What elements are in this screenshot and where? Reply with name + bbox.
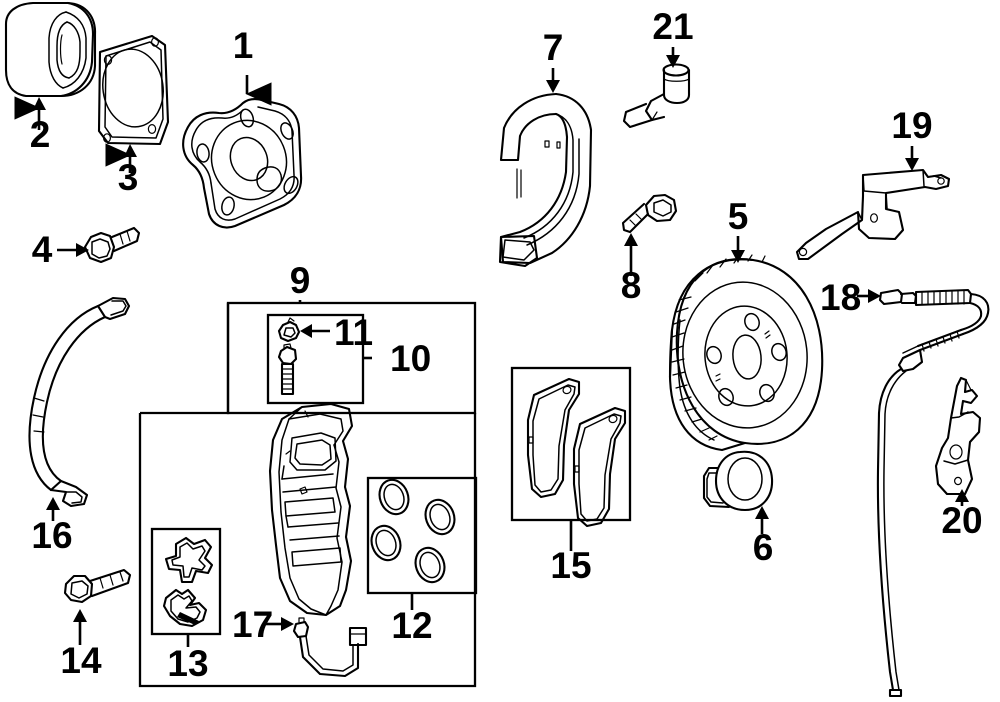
callout-17: 17 [232,604,273,645]
callout-6: 6 [753,527,774,568]
callout-14: 14 [60,640,102,681]
part-brake-rotor [668,254,824,452]
callout-8: 8 [621,265,642,306]
part-sensor-mounting-bracket [795,168,951,261]
part-sensor-retaining-clip [934,376,982,496]
callout-10: 10 [390,338,431,379]
callout-leader-lines [14,47,969,647]
part-caliper-mounting-bolt [63,568,132,604]
callout-9: 9 [290,260,311,301]
group-box-seal-kit [366,476,478,595]
part-brake-pad-set [526,377,627,528]
part-caliper-guide-bolt [277,343,298,396]
part-caliper-seal-kit [370,478,456,584]
callout-13: 13 [167,643,208,684]
part-caliper-brake-line [292,617,368,678]
part-brake-caliper-body [268,402,354,617]
callout-4: 4 [32,229,53,270]
callout-7: 7 [543,27,564,68]
part-shield-bolt [621,193,678,234]
callout-number-group: 1 2 3 4 5 6 7 8 9 10 11 12 13 14 15 16 1… [30,6,983,684]
part-pad-retaining-clips [162,536,214,628]
callout-11: 11 [334,312,373,353]
part-bleeder-screw [277,317,301,343]
callout-15: 15 [550,545,591,586]
part-wheel-bearing [4,1,97,98]
callout-1: 1 [233,25,254,66]
callout-2: 2 [30,114,51,155]
part-steering-knuckle [182,97,303,229]
part-wheel-stud [702,450,774,512]
part-retainer-bolt [83,226,141,264]
callout-5: 5 [728,196,749,237]
callout-19: 19 [891,105,932,146]
callout-16: 16 [31,515,72,556]
callout-12: 12 [391,605,432,646]
callout-20: 20 [941,500,982,541]
callout-3: 3 [118,157,139,198]
part-splash-shield [498,92,593,268]
part-abs-speed-sensor [876,288,990,698]
callout-21: 21 [652,6,693,47]
part-bearing-retainer-plate [97,34,170,146]
callout-18: 18 [820,277,861,318]
group-box-clips [150,527,222,636]
part-brake-hose [28,296,131,508]
part-abs-sensor-connector [622,63,691,129]
